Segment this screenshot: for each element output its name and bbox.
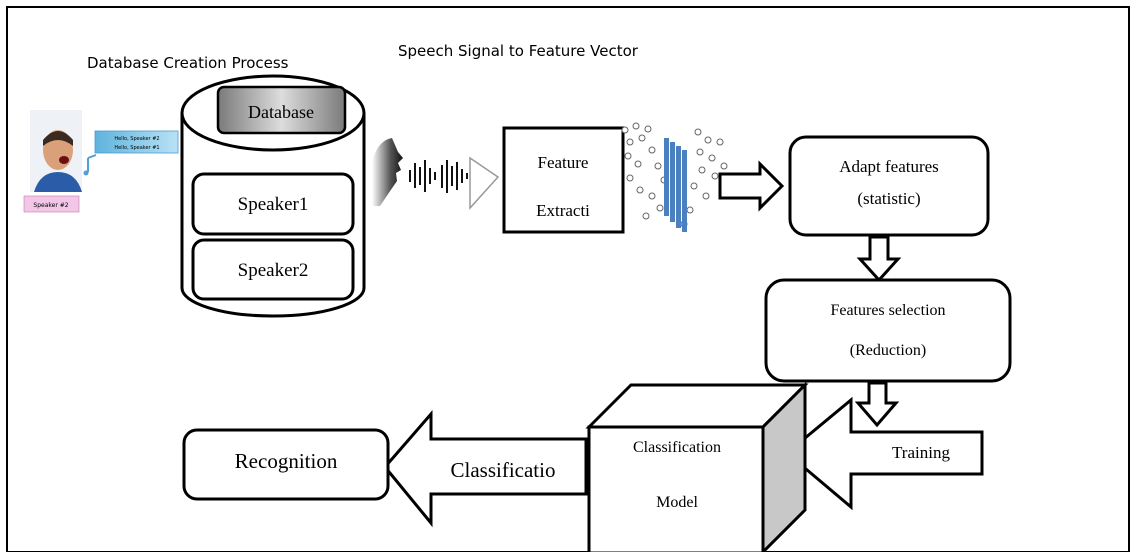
recognition-box	[182, 428, 390, 501]
feature-extraction-line1: Feature	[538, 153, 589, 172]
classification-model-line2: Model	[656, 494, 698, 511]
features-selection-line2: (Reduction)	[850, 342, 926, 359]
feature-bars	[664, 138, 687, 232]
speaker-badge-label: Speaker #2	[33, 202, 68, 209]
speaker-illustration: Hello, Speaker #2 Hello, Speaker #1 Spea…	[23, 110, 179, 213]
training-arrow	[784, 396, 984, 511]
arrow-to-selection	[856, 235, 902, 283]
face-silhouette	[372, 138, 403, 206]
cube-front-face	[587, 425, 765, 552]
speaker-mouth	[59, 156, 69, 164]
feature-vector-illustration	[621, 122, 728, 232]
classification-arrow	[383, 409, 588, 528]
speaker2-box	[191, 238, 355, 301]
feature-extraction-box	[502, 126, 625, 234]
speaker-shirt	[34, 172, 82, 192]
chat-line-2: Hello, Speaker #1	[114, 145, 159, 151]
database-creation-heading: Database Creation Process	[87, 54, 289, 72]
adapt-features-box	[788, 135, 990, 237]
recognition-label: Recognition	[235, 449, 338, 473]
speaker1-label: Speaker1	[238, 194, 309, 215]
adapt-features-line2: (statistic)	[857, 189, 920, 208]
music-note-head	[83, 170, 89, 176]
database-label: Database	[248, 102, 314, 122]
waveform	[409, 160, 468, 193]
speaker-hair	[43, 131, 73, 146]
speech-signal-illustration	[372, 138, 500, 210]
chat-box	[94, 130, 179, 154]
classification-arrow-label: Classificatio	[451, 458, 556, 482]
database-cylinder: Database Speaker1 Speaker2	[180, 74, 366, 318]
arrow-to-training	[854, 381, 900, 428]
speaker-badge	[23, 195, 80, 213]
signal-to-vector-heading: Speech Signal to Feature Vector	[398, 42, 639, 60]
classification-model-cube	[585, 381, 809, 552]
arrow-to-adapt	[718, 160, 785, 212]
adapt-features-line1: Adapt features	[839, 157, 939, 176]
features-selection-line1: Features selection	[830, 302, 945, 319]
speaker2-label: Speaker2	[238, 260, 309, 281]
database-label-box	[216, 85, 347, 135]
signal-arrow	[469, 156, 500, 210]
training-label: Training	[892, 443, 950, 462]
music-note-icon	[87, 154, 97, 172]
classification-model-line1: Classification	[633, 439, 721, 456]
chat-line-1: Hello, Speaker #2	[114, 136, 159, 142]
feature-extraction-line2: Extracti	[536, 201, 590, 220]
features-selection-box	[764, 278, 1012, 383]
speaker1-box	[191, 172, 355, 236]
figure-border	[6, 6, 1130, 552]
